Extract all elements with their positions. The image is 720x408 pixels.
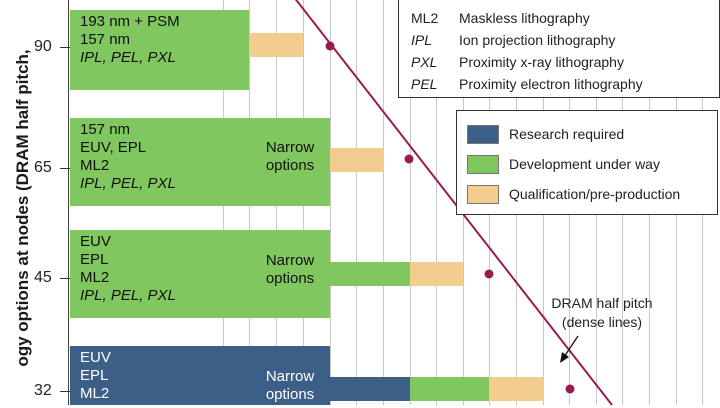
options-box-32: EUV EPL ML2 Narrow options: [70, 346, 330, 405]
options-box-45: EUV EPL ML2 IPL, PEL, PXL Narrow options: [70, 230, 330, 318]
box-line: 157 nm: [80, 121, 131, 138]
y-axis: [68, 0, 69, 405]
box-line: EPL: [80, 367, 109, 384]
legend-swatch-development: [467, 154, 499, 174]
box-line: EUV: [80, 233, 111, 250]
abbreviation-text: Ion projection lithography: [459, 32, 616, 48]
box-line: 157 nm: [80, 31, 131, 48]
abbreviation-row: PEL Proximity electron lithography: [411, 73, 719, 95]
y-tick-mark: [60, 47, 70, 48]
bar-qualification-90: [249, 33, 303, 57]
box-line: IPL, PEL, PXL: [80, 175, 176, 192]
dram-line: [294, 0, 613, 406]
grid-line: [330, 0, 331, 405]
abbreviation-key: ML2: [411, 10, 439, 26]
grid-line: [383, 0, 384, 405]
y-tick-mark: [60, 168, 70, 169]
legend-label: Qualification/pre-production: [509, 186, 681, 202]
box-line: IPL, PEL, PXL: [80, 287, 176, 304]
dram-point: [325, 41, 335, 51]
abbreviation-text: Proximity x-ray lithography: [459, 54, 624, 70]
abbreviation-row: PXL Proximity x-ray lithography: [411, 51, 719, 73]
abbreviation-row: IPL Ion projection lithography: [411, 29, 719, 51]
narrow-options-label: Narrow options: [265, 139, 315, 174]
box-line: 193 nm + PSM: [80, 13, 180, 30]
legend-label: Development under way: [509, 156, 660, 172]
y-tick-mark: [60, 391, 70, 392]
abbreviation-key: PXL: [411, 54, 438, 70]
dram-arrow: [563, 335, 579, 358]
dram-half-pitch-label: DRAM half pitch (dense lines): [551, 295, 653, 330]
y-tick-label: 45: [34, 269, 52, 286]
y-tick-label: 32: [34, 382, 52, 399]
box-line: IPL, PEL, PXL: [80, 49, 176, 66]
box-line: ML2: [80, 385, 110, 402]
legend-swatch-research: [467, 124, 499, 144]
narrow-options-label: Narrow options: [265, 368, 315, 403]
y-tick-label: 90: [34, 38, 52, 55]
dram-arrowhead: [560, 352, 569, 363]
grid-line: [356, 0, 357, 405]
abbreviation-key: PEL: [411, 76, 438, 92]
grid-line: [410, 0, 411, 405]
legend: Research required Development under way …: [456, 110, 718, 215]
legend-item-development: Development under way: [467, 149, 717, 179]
dram-point: [565, 384, 575, 394]
bar-development-32: [410, 377, 489, 401]
legend-label: Research required: [509, 126, 625, 142]
abbreviation-row: ML2 Maskless lithography: [411, 7, 719, 29]
legend-swatch-qualification: [467, 184, 499, 204]
y-tick-label: 65: [34, 159, 52, 176]
legend-item-qualification: Qualification/pre-production: [467, 179, 717, 209]
dram-point: [484, 269, 494, 279]
y-tick-mark: [60, 278, 70, 279]
abbreviation-text: Proximity electron lithography: [459, 76, 643, 92]
legend-item-research: Research required: [467, 119, 717, 149]
box-line: ML2: [80, 269, 110, 286]
options-box-90: 193 nm + PSM 157 nm IPL, PEL, PXL: [70, 10, 249, 90]
options-box-65: 157 nm EUV, EPL ML2 IPL, PEL, PXL Narrow…: [70, 118, 330, 206]
bar-development-45: [330, 262, 410, 286]
abbreviation-row: [411, 0, 719, 7]
bar-qualification-65: [330, 148, 384, 172]
abbreviation-key: IPL: [411, 32, 433, 48]
bar-research-32: [330, 377, 410, 401]
grid-line: [436, 0, 437, 405]
box-line: EUV: [80, 349, 111, 366]
box-line: EUV, EPL: [80, 139, 147, 156]
bar-qualification-45: [410, 262, 463, 286]
narrow-options-label: Narrow options: [265, 252, 315, 287]
abbreviation-text: Maskless lithography: [459, 10, 590, 26]
dram-point: [404, 154, 414, 164]
box-line: EPL: [80, 251, 109, 268]
abbreviations-box: ML2 Maskless lithography IPL Ion projectio…: [398, 0, 720, 98]
bar-qualification-32: [489, 377, 544, 401]
box-line: ML2: [80, 157, 110, 174]
